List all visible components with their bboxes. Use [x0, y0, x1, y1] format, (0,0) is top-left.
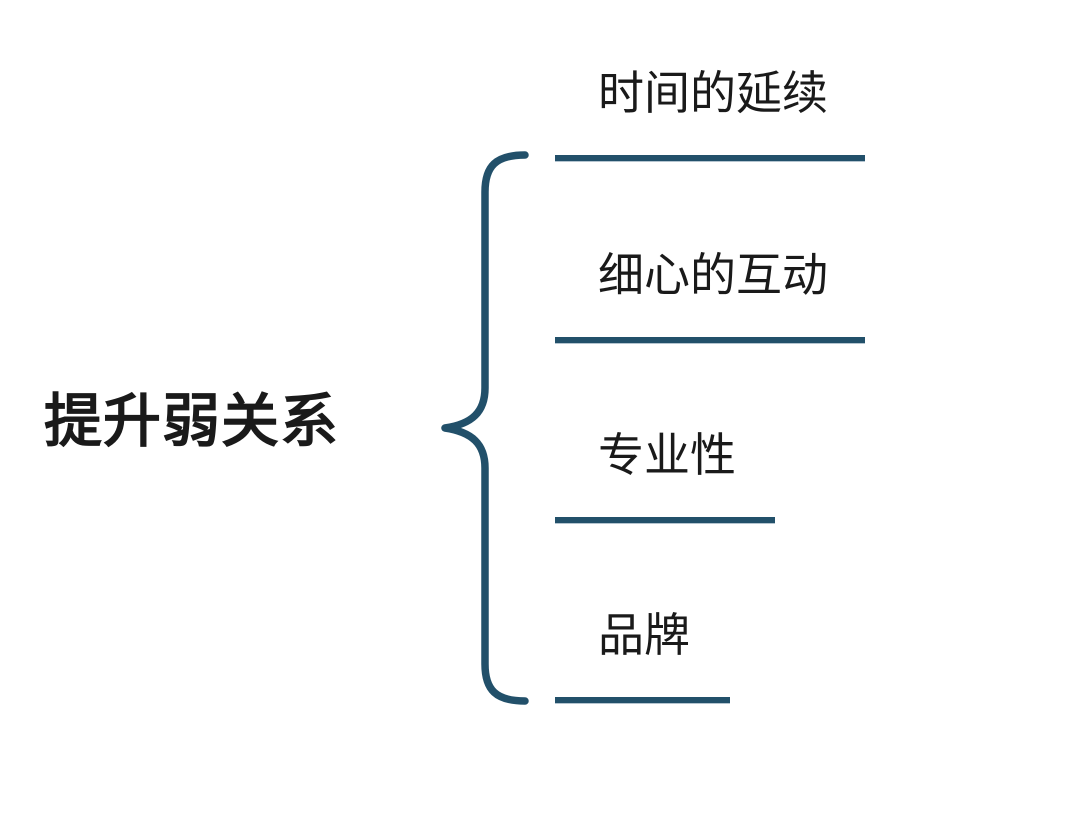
branch-label: 专业性: [598, 428, 736, 482]
root-label: 提升弱关系: [44, 387, 340, 455]
curly-brace-left-icon: [441, 151, 529, 705]
branch-label: 时间的延续: [598, 66, 828, 120]
branch-label: 品牌: [598, 608, 690, 662]
branch-underline: [555, 155, 865, 161]
branch-underline: [555, 337, 865, 343]
branch-underline: [555, 517, 775, 523]
branch-label: 细心的互动: [598, 248, 828, 302]
branch-underline: [555, 697, 730, 703]
